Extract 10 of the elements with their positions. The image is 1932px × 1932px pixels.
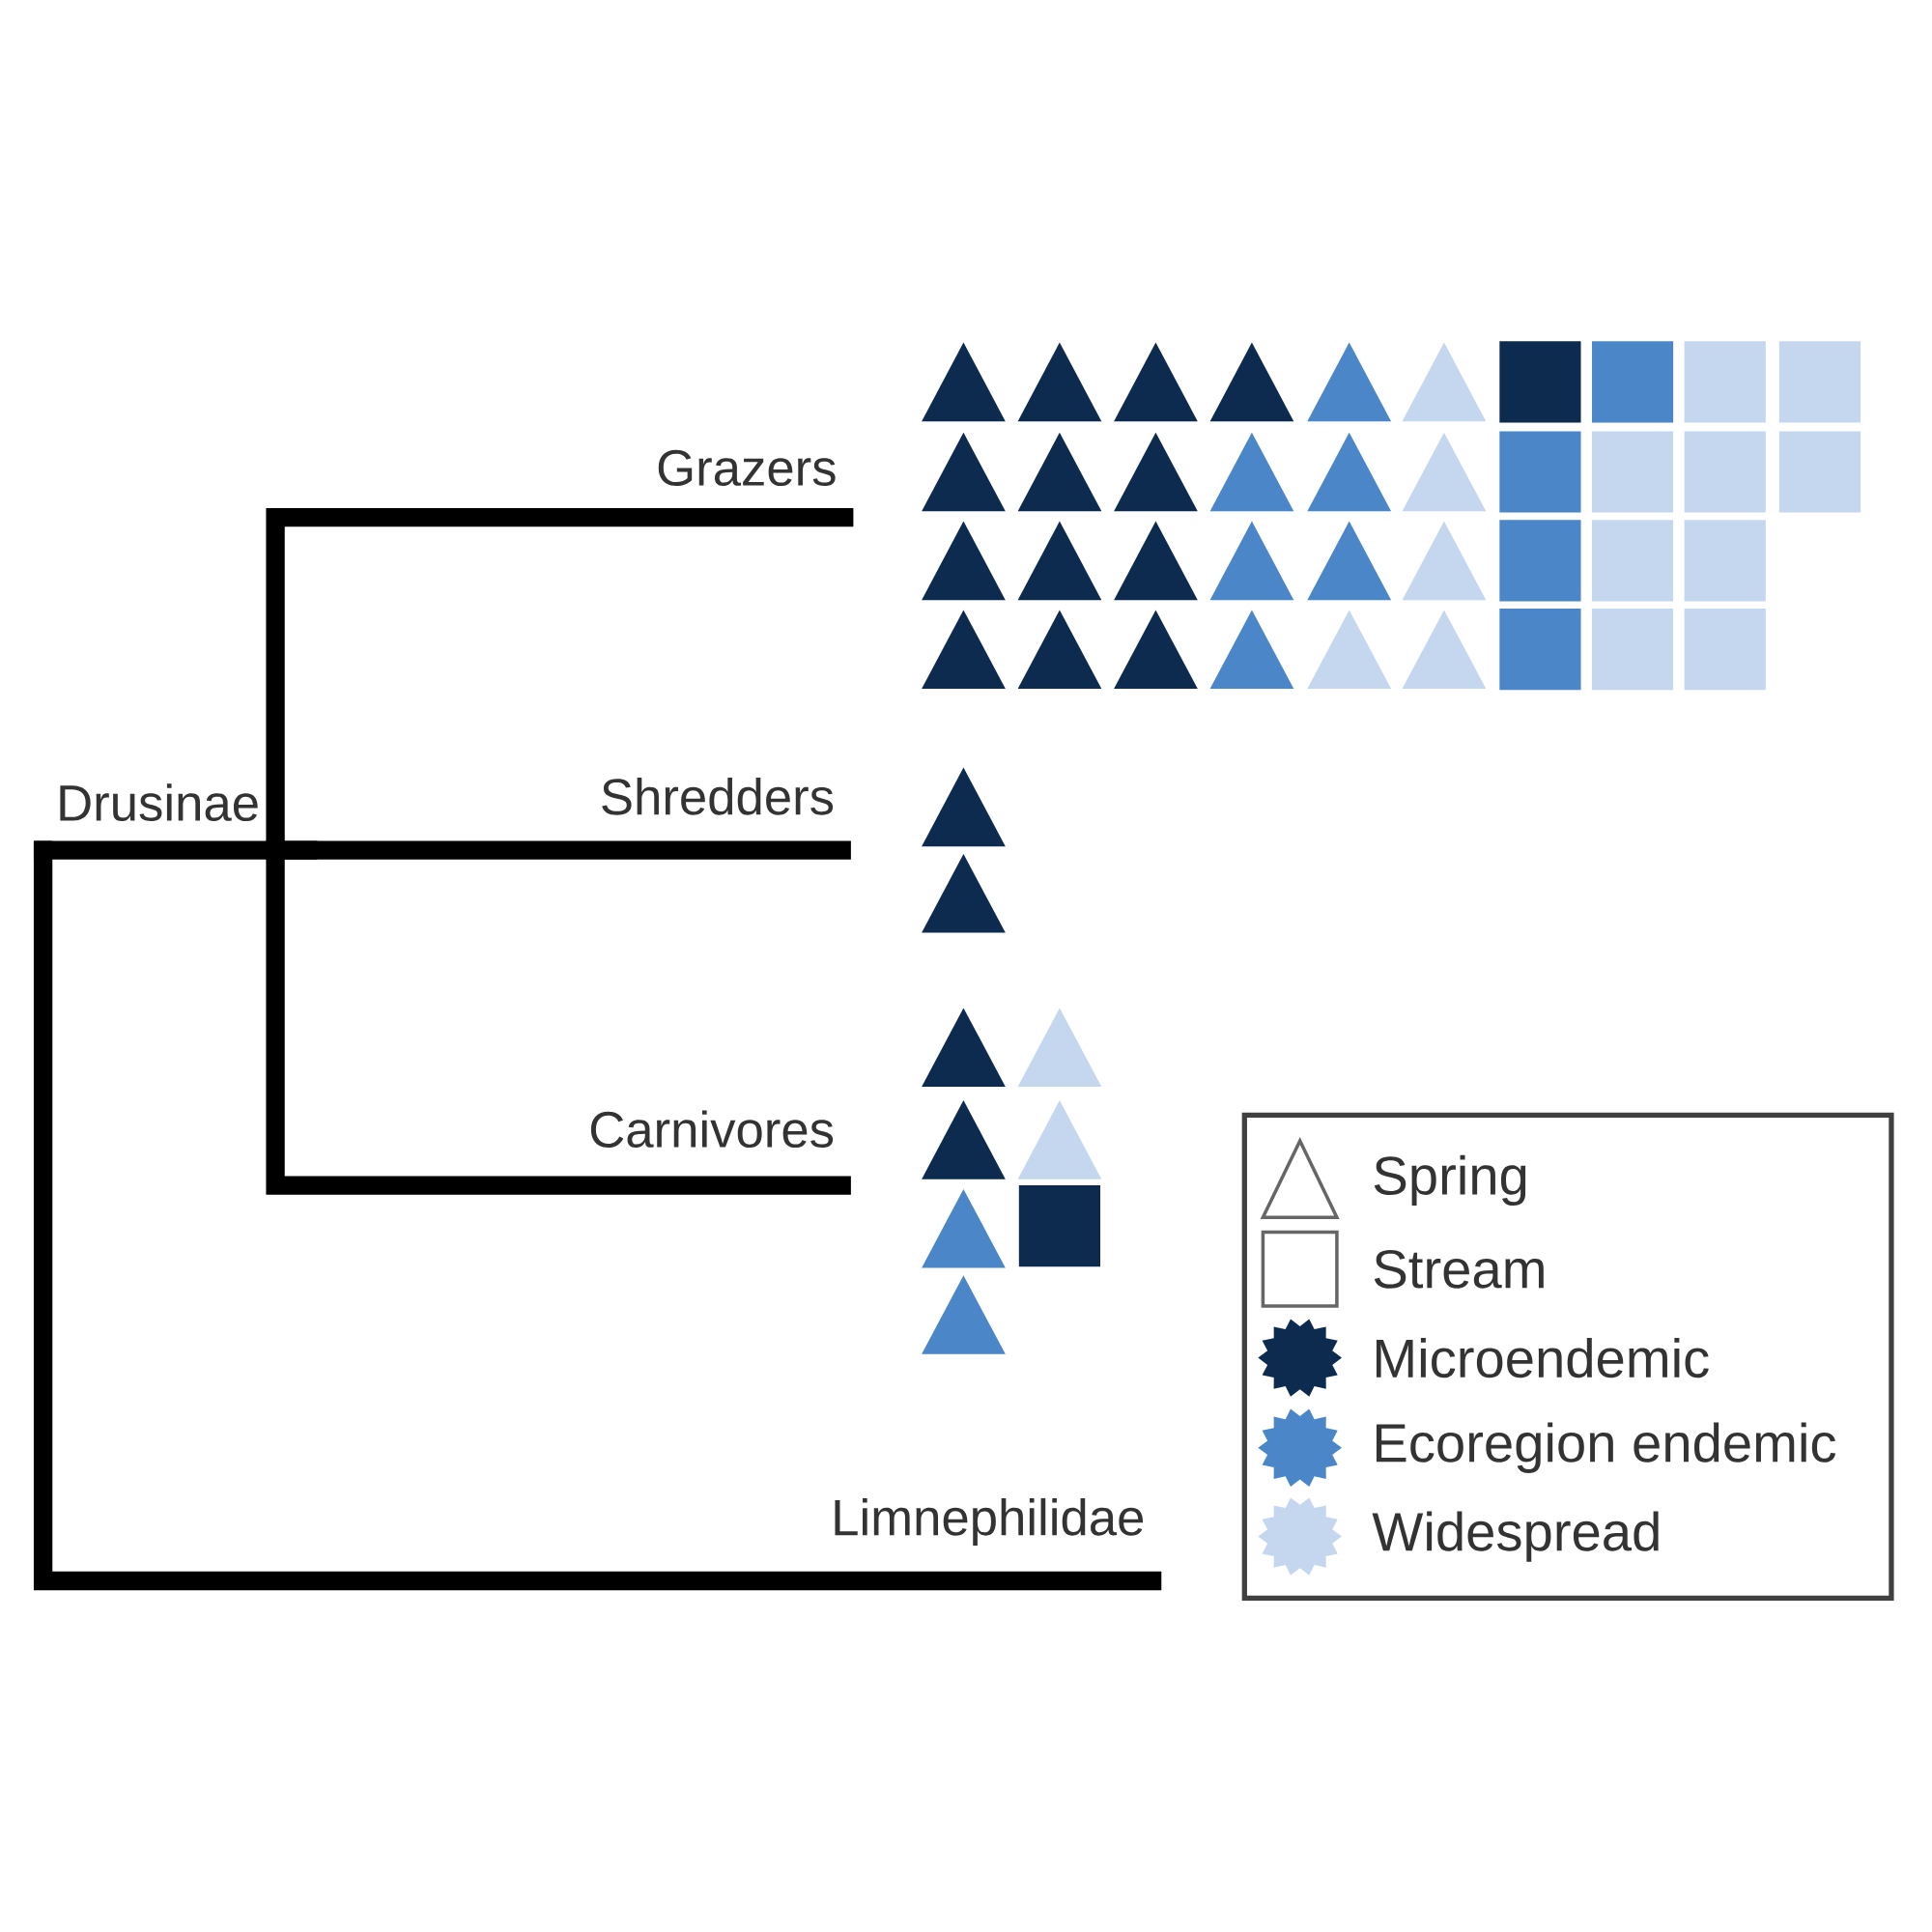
legend-label: Ecoregion endemic <box>1376 1422 1836 1473</box>
legend-label: Spring <box>1374 1154 1526 1207</box>
taxon-label: Limnephilidae <box>835 1497 1144 1547</box>
taxon-label: Shredders <box>602 777 834 815</box>
taxon-label: Drusinae <box>60 783 258 822</box>
taxon-label: Grazers <box>658 449 836 487</box>
legend-label: Stream <box>1374 1249 1544 1289</box>
legend-label: Widespread <box>1372 1511 1659 1562</box>
taxon-label: Carnivores <box>590 1110 834 1149</box>
legend-label: Microendemic <box>1376 1337 1709 1378</box>
